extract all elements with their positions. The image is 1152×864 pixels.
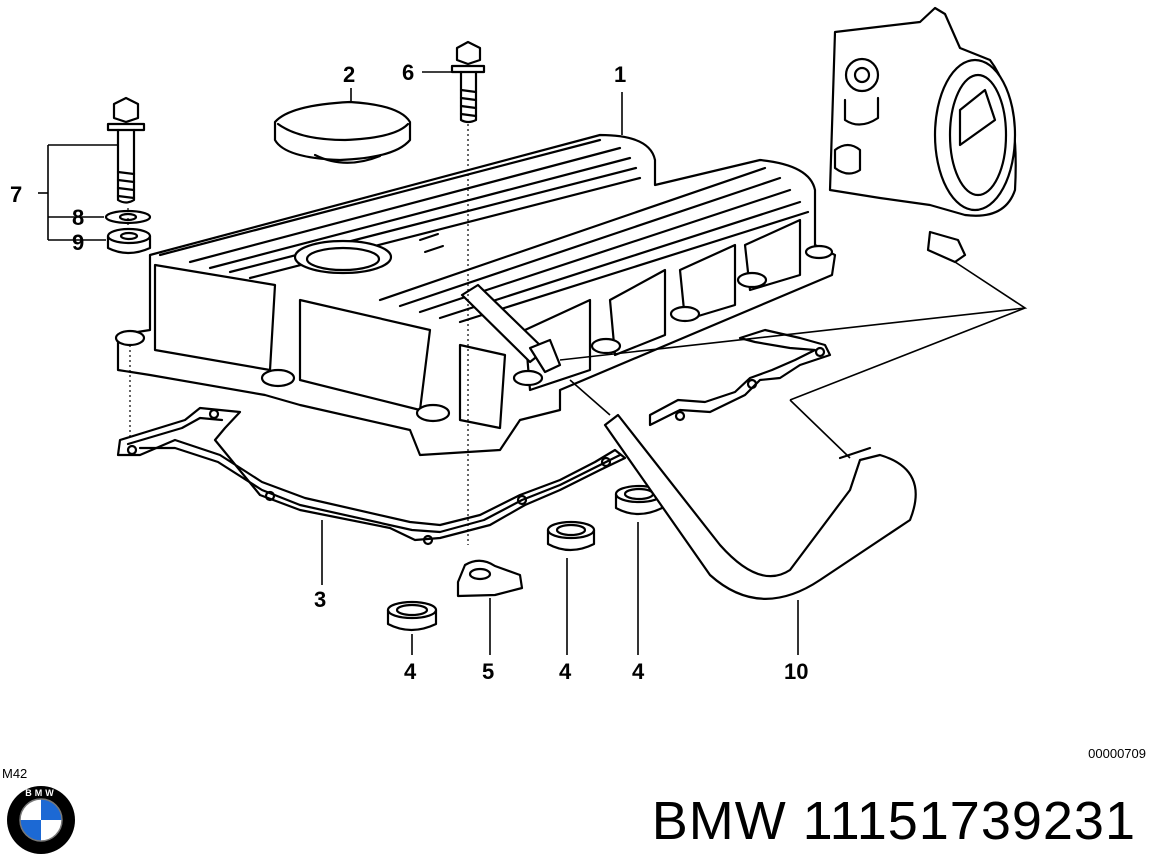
seal-5	[456, 559, 524, 598]
callout-1: 1	[614, 62, 627, 87]
gasket-3-right	[648, 328, 832, 427]
alignment-lines	[127, 124, 469, 545]
callout-2: 2	[343, 62, 356, 87]
seal-ring-4a	[386, 600, 438, 632]
breather-hose-10	[603, 413, 917, 600]
bolt-7	[106, 96, 146, 204]
washer-8	[104, 209, 152, 225]
part-number-title: BMW 11151739231	[651, 791, 1136, 851]
svg-text:BMW: BMW	[25, 788, 57, 798]
grommet-9	[106, 227, 152, 255]
callout-5: 5	[482, 659, 495, 684]
seal-ring-4c	[614, 484, 664, 516]
breather-nipple	[460, 283, 562, 374]
bmw-logo: BMW	[7, 786, 75, 854]
diagram-code: 00000709	[1088, 746, 1146, 761]
callout-9: 9	[72, 230, 85, 255]
oil-filler-cap	[273, 100, 412, 164]
gasket-3	[116, 406, 627, 546]
seal-ring-4b	[546, 520, 596, 552]
callout-4-middle: 4	[559, 659, 572, 684]
callout-6: 6	[402, 60, 415, 85]
engine-code: M42	[2, 766, 28, 781]
callout-10: 10	[784, 659, 809, 684]
callout-8: 8	[72, 205, 85, 230]
callout-4-left: 4	[404, 659, 417, 684]
callout-4-right: 4	[632, 659, 645, 684]
callout-7: 7	[10, 182, 23, 207]
callout-3: 3	[314, 587, 327, 612]
intake-housing	[828, 6, 1017, 264]
leader-lines	[38, 71, 1028, 655]
bolt-6	[450, 40, 486, 124]
